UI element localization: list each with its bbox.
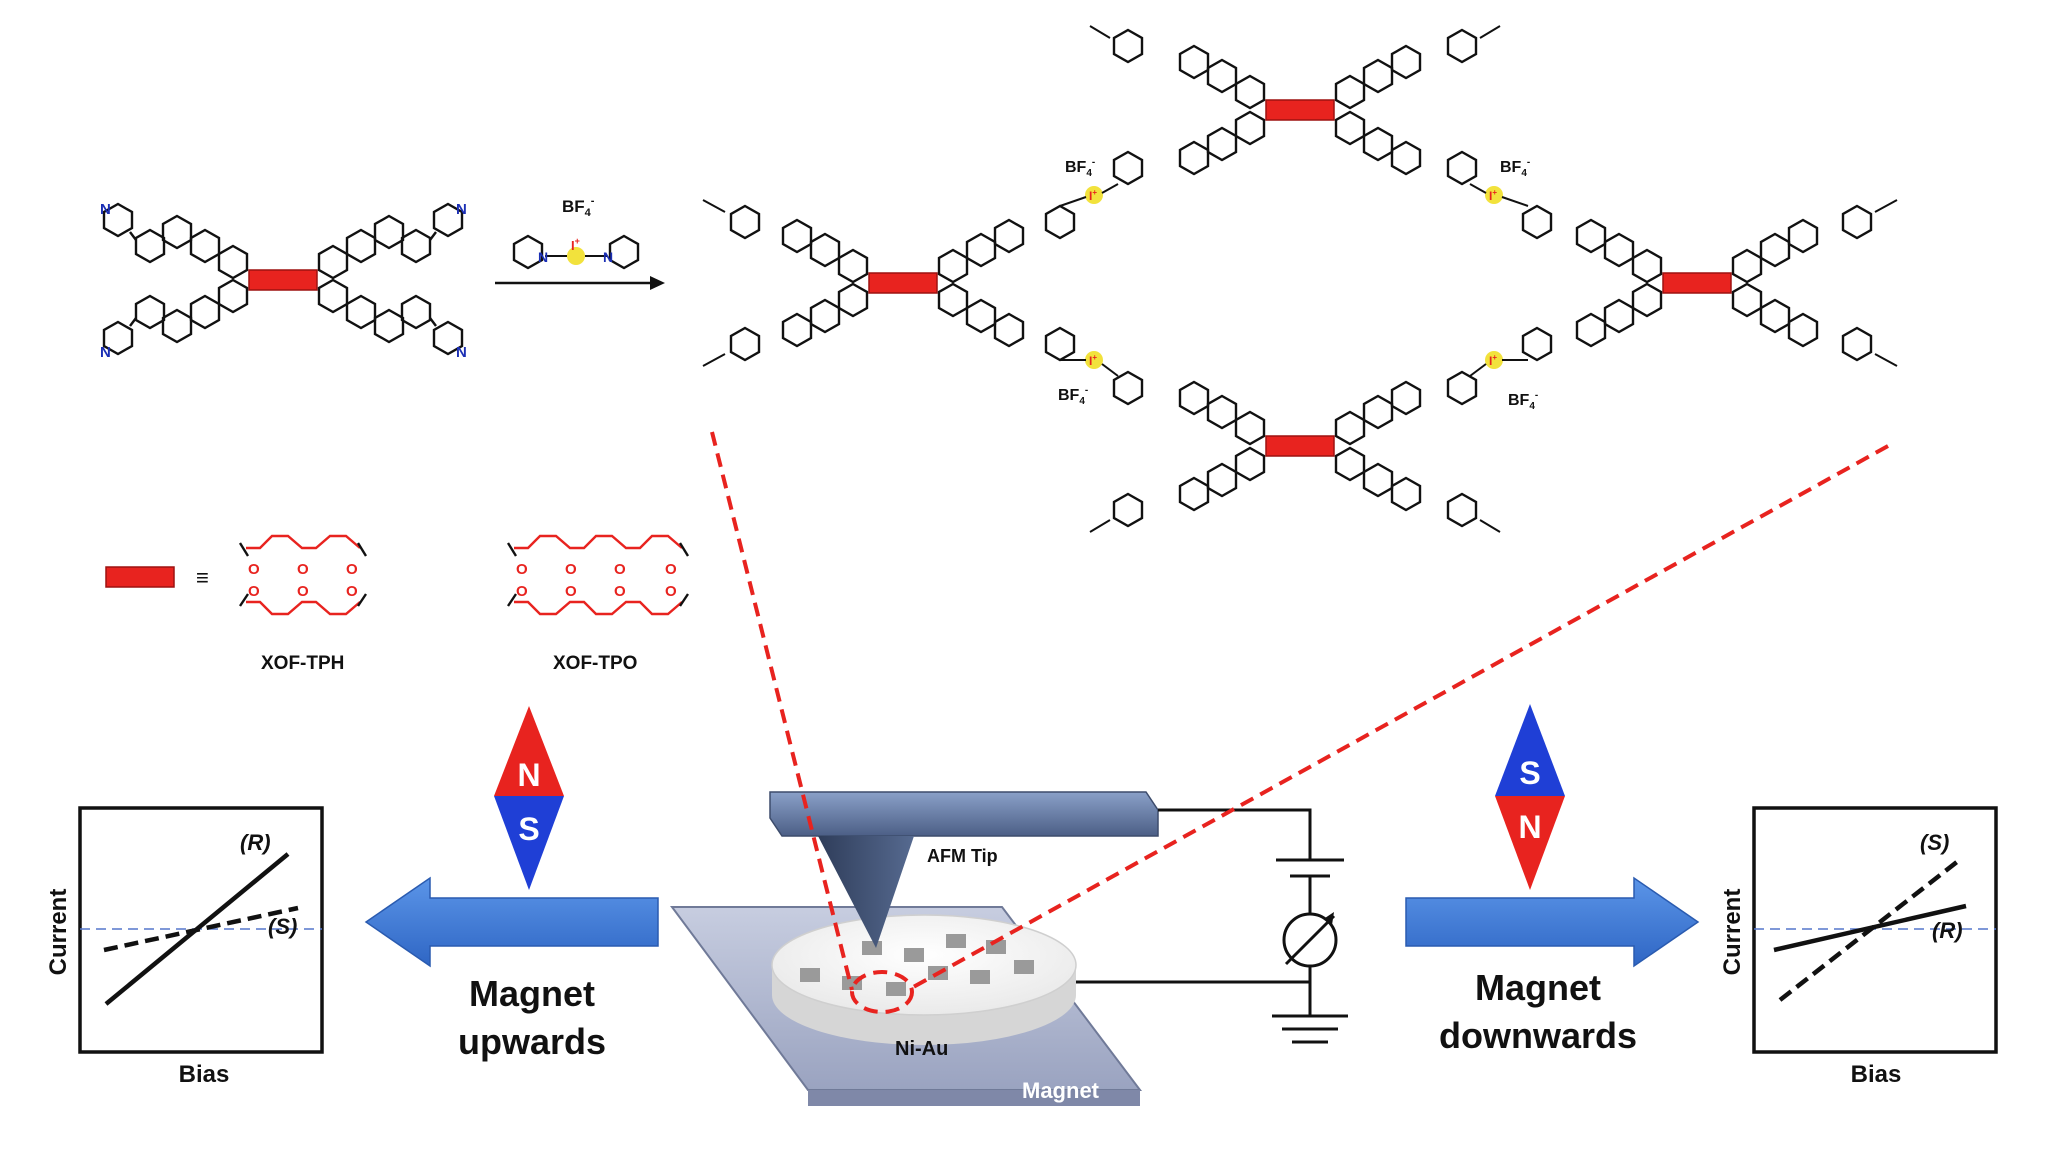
substrate-label: Ni-Au	[895, 1038, 948, 1060]
equiv-symbol: ≡	[196, 565, 209, 590]
ylabel: Current	[45, 889, 72, 976]
tpo-macrocycle	[514, 534, 683, 616]
svg-text:O: O	[516, 583, 528, 600]
monomer-n-atom: N	[456, 201, 467, 218]
svg-text:O: O	[565, 561, 577, 578]
svg-text:I+: I+	[1489, 188, 1497, 203]
monomer-n-atom: N	[100, 344, 111, 361]
svg-text:O: O	[665, 583, 677, 600]
magnet-up-caption-2: upwards	[458, 1021, 606, 1062]
magnet-plate-edge	[808, 1090, 1140, 1106]
ylabel: Current	[1719, 889, 1746, 976]
svg-text:O: O	[665, 561, 677, 578]
monomer-n-atom: N	[100, 201, 111, 218]
left-arrow	[364, 876, 659, 968]
north-pole	[1495, 796, 1565, 890]
framework-counterion: BF4-	[1508, 390, 1538, 412]
plot-frame	[1752, 806, 1998, 1054]
framework-macrocycle-bar	[1265, 99, 1335, 121]
framework-structure: I+ I+ I+ I+ BF4- BF4- BF4- BF4-	[702, 25, 1898, 533]
magnet-label: Magnet	[1022, 1078, 1100, 1103]
xlabel: Bias	[1851, 1061, 1902, 1088]
svg-text:O: O	[614, 561, 626, 578]
cantilever	[769, 791, 1159, 837]
svg-text:O: O	[565, 583, 577, 600]
label-r: (R)	[1932, 918, 1963, 943]
monomer-structure: N N N N	[100, 201, 467, 361]
svg-text:O: O	[248, 561, 260, 578]
svg-text:O: O	[297, 561, 309, 578]
magnet-up-caption-1: Magnet	[469, 973, 595, 1014]
tph-macrocycle	[246, 534, 361, 616]
iodine-highlight	[567, 247, 585, 265]
svg-text:O: O	[516, 561, 528, 578]
iv-plot-left: (R) (S) Current Bias	[45, 806, 324, 1088]
reagent-group: BF4- N N I+	[495, 195, 665, 290]
circuit	[1076, 808, 1348, 1044]
label-r: (R)	[240, 830, 271, 855]
bottom-pole-label: N	[1518, 809, 1541, 845]
magnet-down-caption-2: downwards	[1439, 1015, 1637, 1056]
framework-counterion: BF4-	[1500, 157, 1530, 179]
south-pole	[1495, 704, 1565, 796]
line-s	[103, 905, 299, 953]
svg-text:O: O	[248, 583, 260, 600]
iv-plot-right: (S) (R) Current Bias	[1719, 806, 1998, 1088]
monomer-macrocycle-bar	[248, 269, 318, 291]
plot-frame	[78, 806, 324, 1054]
reagent-iodine: I+	[571, 236, 580, 253]
south-pole	[494, 796, 564, 890]
label-s: (S)	[268, 914, 297, 939]
label-s: (S)	[1920, 830, 1949, 855]
reaction-arrowhead	[650, 276, 665, 290]
framework-macrocycle-bar	[1662, 272, 1732, 294]
reagent-n-left: N	[538, 249, 548, 265]
afm-device: Magnet Ni-Au AFM Tip	[670, 791, 1348, 1106]
line-r	[1773, 903, 1967, 953]
framework-macrocycle-bar	[1265, 435, 1335, 457]
framework-counterion: BF4-	[1065, 157, 1095, 179]
top-pole-label: N	[517, 757, 540, 793]
reagent-counterion: BF4-	[562, 195, 595, 219]
svg-text:O: O	[614, 583, 626, 600]
monomer-n-atom: N	[456, 344, 467, 361]
legend-bar	[105, 566, 175, 588]
afm-tip-label: AFM Tip	[927, 846, 998, 866]
svg-text:I+: I+	[1089, 188, 1097, 203]
reagent-n-right: N	[603, 249, 613, 265]
svg-text:I+: I+	[1089, 353, 1097, 368]
svg-text:O: O	[346, 561, 358, 578]
tpo-label: XOF-TPO	[553, 653, 637, 674]
zoom-indicator	[710, 431, 1889, 1014]
bottom-pole-label: S	[518, 811, 539, 847]
magnet-down-caption-1: Magnet	[1475, 967, 1601, 1008]
svg-text:I+: I+	[1489, 353, 1497, 368]
framework-counterion: BF4-	[1058, 385, 1088, 407]
right-arrow	[1405, 876, 1700, 968]
magnet-up-indicator: N S Magnet upwards	[364, 706, 659, 1062]
north-pole	[494, 706, 564, 796]
svg-text:O: O	[346, 583, 358, 600]
magnet-down-indicator: S N Magnet downwards	[1405, 704, 1700, 1056]
top-pole-label: S	[1519, 755, 1540, 791]
framework-macrocycle-bar	[868, 272, 938, 294]
afm-tip	[818, 836, 914, 948]
xlabel: Bias	[179, 1061, 230, 1088]
macrocycle-legend: ≡ O O O O O O XOF-TPH O O O O O O O O	[105, 534, 690, 674]
tph-label: XOF-TPH	[261, 653, 344, 674]
svg-text:O: O	[297, 583, 309, 600]
